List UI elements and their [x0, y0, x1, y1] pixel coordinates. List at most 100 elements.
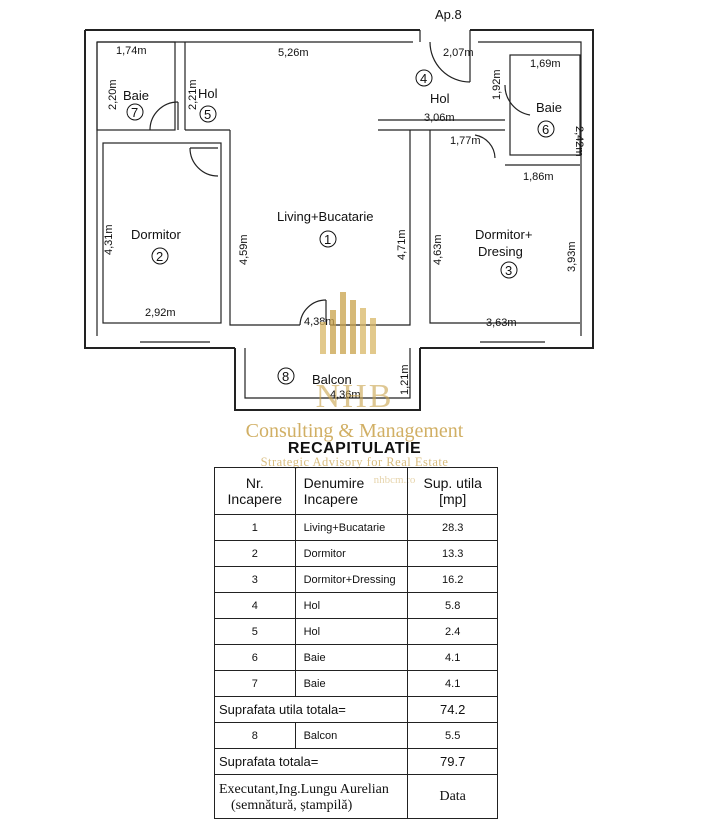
header-nr: Nr. Incapere: [214, 467, 296, 515]
dim-living-left-height: 4,59m: [238, 234, 250, 265]
total-useful-label: Suprafata utila totala=: [213, 696, 409, 723]
total-value: 79.7: [407, 748, 498, 775]
dim-hol-top-width: 5,26m: [278, 47, 309, 59]
apartment-label: Ap.8: [435, 7, 462, 22]
dim-dormitor2-height: 4,31m: [103, 224, 115, 255]
dim-dormitor2-width: 2,92m: [145, 307, 176, 319]
room-balcon-marker: [277, 367, 295, 385]
room-hol4-number: 4: [420, 71, 427, 86]
room-living-marker: [319, 230, 337, 248]
room-living-name: Living+Bucatarie: [277, 209, 373, 224]
row-area: 4.1: [407, 670, 498, 697]
row-nr: 6: [214, 644, 296, 671]
dim-baie7-height: 2,20m: [107, 79, 119, 110]
watermark-subtitle: Strategic Advisory for Real Estate: [260, 455, 449, 469]
dimension-labels: Ap.8 1,74m 5,26m 2,07m 1,69m 3,06m 1,77m…: [103, 7, 585, 401]
row-area: 13.3: [407, 540, 498, 567]
row-name: Hol: [294, 592, 409, 619]
floor-plan: Ap.8 1,74m 5,26m 2,07m 1,69m 3,06m 1,77m…: [84, 7, 594, 411]
row-nr: 7: [214, 670, 296, 697]
recap-header-row: Nr. Incapere Denumire Incapere Sup. util…: [214, 467, 498, 515]
interior-walls: [96, 30, 581, 326]
executant-row: Executant,Ing.Lungu Aurelian (semnătură,…: [213, 774, 498, 819]
row-nr: 2: [214, 540, 296, 567]
watermark-brand: NHB: [315, 378, 394, 415]
room-hol4-name: Hol: [430, 91, 450, 106]
door-swings: [149, 41, 531, 326]
row-name: Baie: [294, 670, 409, 697]
row-name: Dormitor: [294, 540, 409, 567]
dim-hol5-height: 2,21m: [187, 79, 199, 110]
executant-cell: Executant,Ing.Lungu Aurelian (semnătură,…: [213, 774, 409, 819]
row-area: 16.2: [407, 566, 498, 593]
balcony-area: 5.5: [407, 722, 498, 749]
room-hol4-marker: [415, 69, 433, 87]
room-dormitor3-number: 3: [505, 263, 512, 278]
dim-entrance-width: 2,07m: [443, 47, 474, 59]
room-balcon-number: 8: [282, 369, 289, 384]
row-nr: 1: [214, 514, 296, 541]
room-baie6-name: Baie: [536, 100, 562, 115]
row-name: Baie: [294, 644, 409, 671]
dim-dormitor3-left-height: 4,63m: [432, 234, 444, 265]
dim-dormitor3-top: 1,86m: [523, 171, 554, 183]
dim-baie7-width: 1,74m: [116, 45, 147, 57]
room-baie6-marker: [537, 120, 555, 138]
row-nr: 4: [214, 592, 296, 619]
room-baie6-number: 6: [542, 122, 549, 137]
room-baie7-marker: [126, 103, 144, 121]
executant-name: Executant,Ing.Lungu Aurelian: [219, 782, 389, 797]
dim-hol4-width: 3,06m: [424, 112, 455, 124]
row-area: 5.8: [407, 592, 498, 619]
header-sup: Sup. utila [mp]: [407, 467, 498, 515]
room-hol5-marker: [199, 105, 217, 123]
dim-living-width: 4,38m: [304, 316, 335, 328]
watermark-title: Consulting & Management: [245, 420, 464, 442]
room-hol5-number: 5: [204, 107, 211, 122]
room-hol5-name: Hol: [198, 86, 218, 101]
dim-baie6-width: 1,69m: [530, 58, 561, 70]
balcony-row: 8 Balcon 5.5: [214, 722, 498, 749]
room-dormitor3-name-line2: Dresing: [478, 244, 523, 259]
balcony-nr: 8: [214, 722, 296, 749]
room-dormitor3-marker: [500, 261, 518, 279]
dim-baie6-height: 2,42m: [573, 126, 585, 157]
row-area: 2.4: [407, 618, 498, 645]
total-row: Suprafata totala= 79.7: [213, 748, 498, 775]
row-area: 4.1: [407, 644, 498, 671]
dim-living-right-height: 4,71m: [396, 229, 408, 260]
row-nr: 3: [214, 566, 296, 593]
recap-table: Nr. Incapere Denumire Incapere Sup. util…: [213, 467, 498, 819]
room-dormitor3-name-line1: Dormitor+: [475, 227, 532, 242]
dim-dormitor3-width: 3,63m: [486, 317, 517, 329]
row-nr: 5: [214, 618, 296, 645]
recap-title: RECAPITULATIE: [287, 440, 422, 457]
executant-signature-label: (semnătură, ștampilă): [231, 798, 353, 813]
brand-logo-icon: [320, 292, 376, 354]
dim-balcon-height: 1,21m: [399, 364, 411, 395]
room-labels: Baie 7 Hol 5 4 Hol Baie 6 Living+Bucatar…: [123, 69, 562, 387]
row-name: Living+Bucatarie: [294, 514, 409, 541]
dim-hol4-small: 1,77m: [450, 135, 481, 147]
row-area: 28.3: [407, 514, 498, 541]
total-useful-value: 74.2: [407, 696, 498, 723]
balcony-name: Balcon: [294, 722, 409, 749]
row-name: Hol: [294, 618, 409, 645]
room-dormitor2-marker: [151, 247, 169, 265]
header-denumire: Denumire Incapere: [294, 467, 409, 515]
room-living-number: 1: [324, 232, 331, 247]
data-cell: Data: [407, 774, 498, 819]
room-dormitor2-number: 2: [156, 249, 163, 264]
room-dormitor2-name: Dormitor: [131, 227, 182, 242]
total-label: Suprafata totala=: [213, 748, 409, 775]
dim-balcon-width: 4,36m: [330, 389, 361, 401]
dim-dormitor3-right-height: 3,93m: [566, 241, 578, 272]
